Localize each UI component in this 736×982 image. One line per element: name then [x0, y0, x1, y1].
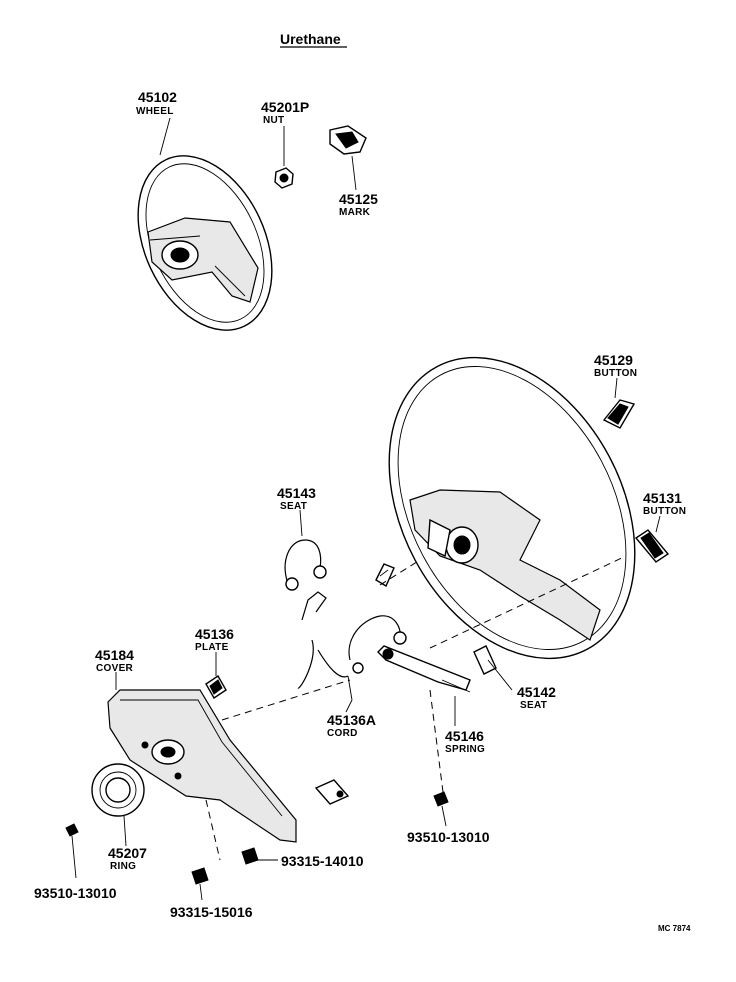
bracket-drawing [314, 779, 350, 805]
part-name-seat-right: SEAT [520, 700, 547, 711]
fastener-number-cover-lower-screw: 93315-15016 [170, 904, 253, 920]
part-name-ring: RING [110, 861, 136, 872]
cord-drawing [297, 591, 407, 701]
part-number-mark: 45125 [339, 191, 378, 207]
plate-drawing [205, 652, 227, 699]
part-number-button-upper: 45129 [594, 352, 633, 368]
part-name-button-lower: BUTTON [643, 506, 686, 517]
main-wheel-drawing [388, 356, 636, 660]
urethane-wheel-drawing [137, 155, 273, 331]
fastener-number-spring-screw: 93510-13010 [407, 829, 490, 845]
part-name-spring: SPRING [445, 744, 485, 755]
part-name-seat-left: SEAT [280, 501, 307, 512]
part-number-seat-right: 45142 [517, 684, 556, 700]
part-name-cord: CORD [327, 728, 358, 739]
part-number-cord: 45136A [327, 712, 376, 728]
drawing-code: MC 7874 [658, 924, 691, 933]
button-upper-drawing [602, 399, 636, 429]
screw-ring-drawing [65, 823, 79, 879]
part-number-plate: 45136 [195, 626, 234, 642]
screw-cover-lower-drawing [191, 867, 209, 901]
cover-drawing [107, 672, 297, 843]
diagram-title: Urethane [280, 31, 341, 47]
part-number-wheel: 45102 [138, 89, 177, 105]
part-number-ring: 45207 [108, 845, 147, 861]
part-name-nut: NUT [263, 115, 284, 126]
ring-drawing [91, 763, 145, 847]
mark-drawing [329, 125, 367, 191]
part-number-cover: 45184 [95, 647, 134, 663]
part-name-cover: COVER [96, 663, 134, 674]
part-name-plate: PLATE [195, 642, 229, 653]
spring-drawing [377, 645, 471, 726]
seat-left-drawing [284, 509, 327, 591]
button-lower-drawing [634, 529, 670, 563]
part-number-nut: 45201P [261, 99, 309, 115]
part-name-mark: MARK [339, 207, 371, 218]
screw-cover-upper-drawing [241, 847, 278, 865]
part-number-seat-left: 45143 [277, 485, 316, 501]
clip-center-drawing [375, 563, 395, 588]
part-name-wheel: WHEEL [136, 106, 174, 117]
screw-spring-drawing [433, 791, 449, 827]
part-name-button-upper: BUTTON [594, 368, 637, 379]
leader-lines [159, 117, 661, 713]
fastener-number-ring-screw: 93510-13010 [34, 885, 117, 901]
seat-right-drawing [473, 645, 513, 691]
part-number-button-lower: 45131 [643, 490, 682, 506]
nut-drawing [274, 126, 294, 189]
part-number-spring: 45146 [445, 728, 484, 744]
fastener-number-cover-upper-screw: 93315-14010 [281, 853, 364, 869]
assembly-dashed-lines [205, 555, 627, 861]
